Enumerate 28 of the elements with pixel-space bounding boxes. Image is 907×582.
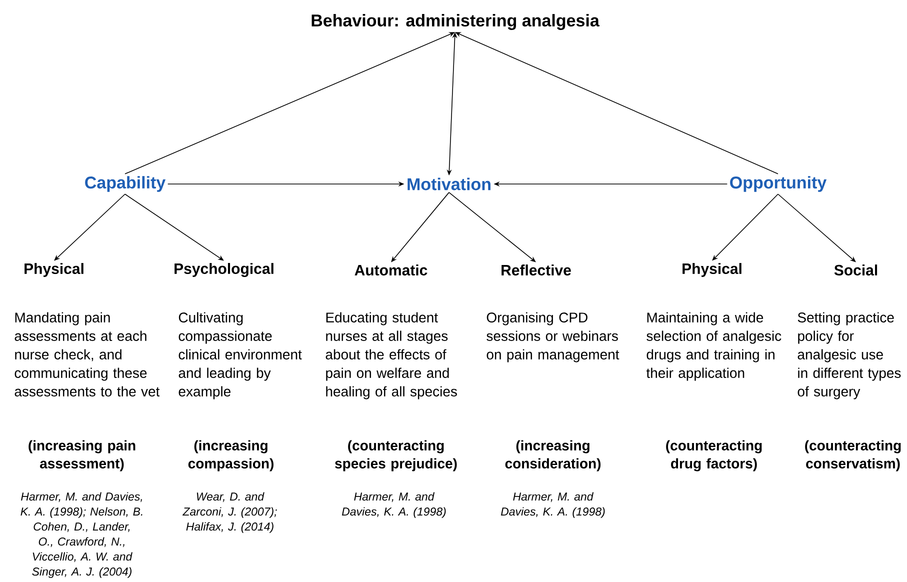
subcomponent-heading: Physical (682, 263, 742, 277)
aim-text: (counteracting drug factors) (666, 440, 762, 472)
aim-text: (increasing pain assessment) (28, 440, 136, 472)
arrow (124, 194, 224, 261)
behaviour-heading: Behaviour: administering analgesia (312, 14, 600, 30)
arrow (448, 192, 536, 262)
subcomponent-heading: Automatic (354, 264, 428, 276)
description-text: Setting practice policy for analgesic use in different types of surgery (798, 312, 901, 400)
reference-text: Harmer, M. and Davies, K. A. (1998) (342, 492, 446, 518)
reference-text: Wear, D. and Zarconi, J. (2007); Halifax, J. (2014) (182, 492, 277, 533)
aim-text: (counteracting conservatism) (805, 440, 901, 472)
subcomponent-heading: Psychological (174, 262, 274, 278)
aim-text: (increasing compassion) (188, 440, 274, 472)
reference-text: Harmer, M. and Davies, K. A. (1998) (500, 492, 605, 518)
aim-text: (counteracting species prejudice) (335, 440, 457, 472)
aim-text: (increasing consideration) (505, 440, 601, 472)
description-text: Organising CPD sessions or webinars on pain management (486, 312, 620, 362)
subcomponent-heading: Physical (24, 263, 84, 277)
description-text: Cultivating compassionate clinical environment and leading by example (178, 312, 302, 400)
subcomponent-heading: Reflective (502, 264, 571, 276)
description-text: Educating student nurses at all stages about the effects of pain on welfare and healing of all species (326, 312, 457, 400)
description-text: Mandating pain assessments at each nurse check, and communicating these assessments to the vet (14, 312, 160, 396)
description-text: Maintaining a wide selection of analgesic drugs and training in their application (646, 312, 782, 381)
reference-text: Harmer, M. and Davies, K. A. (1998); Nelson, B. Cohen, D., Lander, O., Crawford, N., Viccellio, A. W. and Singer, A. J. (2004) (20, 492, 142, 578)
subcomponent-heading: Social (834, 264, 878, 276)
component-heading: Opportunity (730, 176, 827, 192)
component-heading: Motivation (408, 178, 490, 190)
component-heading: Capability (85, 176, 166, 192)
